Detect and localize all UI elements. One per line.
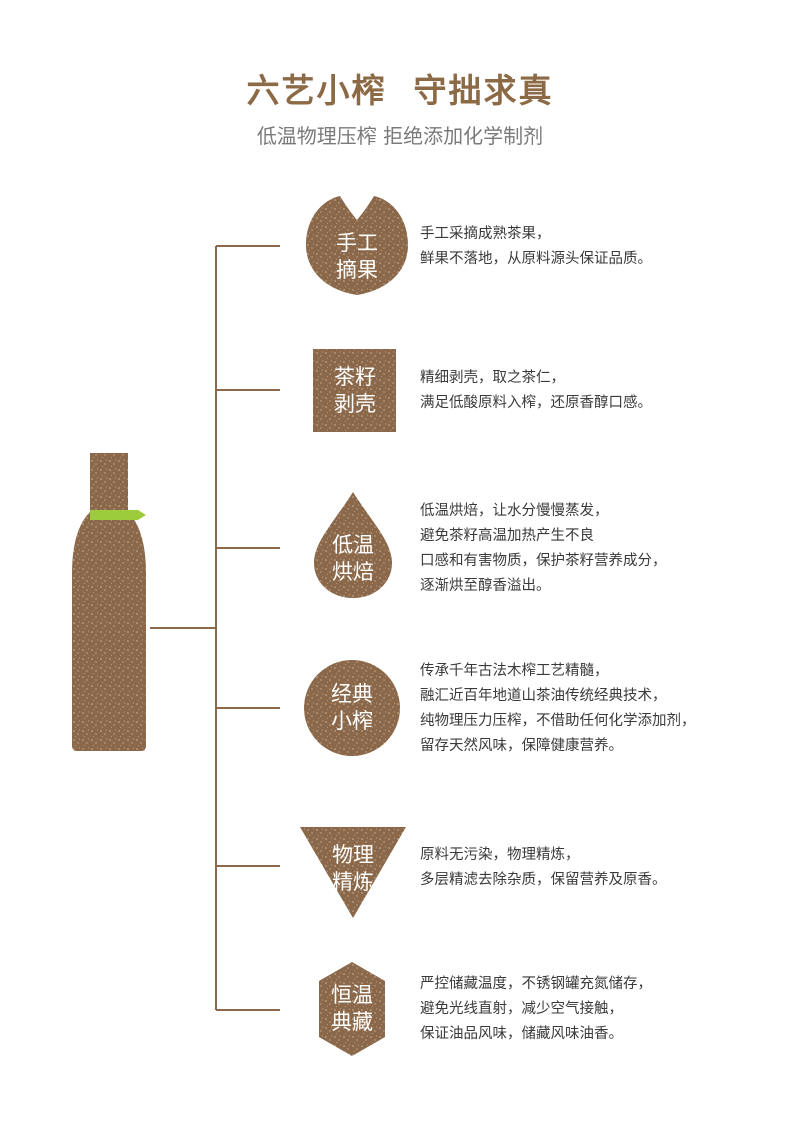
- step-2-badge-label: 茶籽剥壳: [334, 365, 376, 416]
- square-badge-icon: [313, 349, 396, 432]
- step-4-description: 传承千年古法木榨工艺精髓，融汇近百年地道山茶油传统经典技术，纯物理压力压榨，不借…: [420, 663, 696, 754]
- step-1-description: 手工采摘成熟茶果，鲜果不落地，从原料源头保证品质。: [420, 226, 652, 267]
- drop-badge-icon: [314, 492, 392, 598]
- step-3-description: 低温烘焙，让水分慢慢蒸发，避免茶籽高温加热产生不良口感和有害物质，保护茶籽营养成…: [420, 503, 667, 594]
- step-6-description: 严控储藏温度，不锈钢罐充氮储存，避免光线直射，减少空气接触，保证油品风味，储藏风…: [420, 976, 652, 1042]
- triangle-badge-icon: [300, 827, 406, 918]
- page-title: 六艺小榨 守拙求真: [246, 71, 554, 110]
- hexagon-badge-icon: [319, 962, 385, 1056]
- lotus-badge-icon: [306, 196, 408, 295]
- circle-badge-icon: [304, 660, 400, 756]
- page-subtitle: 低温物理压榨 拒绝添加化学制剂: [256, 124, 544, 148]
- step-1-badge-label: 手工摘果: [336, 231, 378, 282]
- step-5-badge-label: 物理精炼: [332, 843, 374, 894]
- step-3-badge-label: 低温烘焙: [332, 533, 374, 584]
- oil-bottle-icon: [72, 453, 146, 751]
- step-4-badge-label: 经典小榨: [331, 682, 373, 733]
- bottle-green-label-icon: [90, 510, 146, 520]
- step-5-description: 原料无污染，物理精炼，多层精滤去除杂质，保留营养及原香。: [420, 847, 667, 888]
- step-2-description: 精细剥壳，取之茶仁，满足低酸原料入榨，还原香醇口感。: [420, 370, 652, 411]
- connector-lines: [150, 245, 280, 1011]
- step-6-badge-label: 恒温典藏: [331, 983, 373, 1034]
